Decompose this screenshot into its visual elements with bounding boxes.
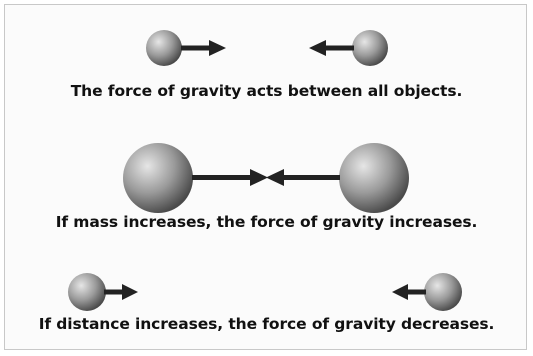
panel-3	[68, 273, 462, 311]
arrow-icon	[392, 284, 426, 300]
sphere-icon	[339, 143, 409, 213]
sphere-icon	[424, 273, 462, 311]
caption-gravity-all-objects: The force of gravity acts between all ob…	[70, 82, 463, 100]
panel-2	[123, 143, 409, 213]
sphere-icon	[68, 273, 106, 311]
sphere-icon	[146, 30, 182, 66]
arrow-icon	[181, 40, 226, 56]
arrow-icon	[309, 40, 354, 56]
arrow-icon	[192, 169, 268, 186]
caption-mass-increases: If mass increases, the force of gravity …	[55, 213, 478, 231]
sphere-icon	[123, 143, 193, 213]
panel-1	[146, 30, 388, 66]
caption-distance-increases: If distance increases, the force of grav…	[38, 315, 495, 333]
arrow-icon	[266, 169, 340, 186]
arrow-icon	[104, 284, 138, 300]
sphere-icon	[352, 30, 388, 66]
